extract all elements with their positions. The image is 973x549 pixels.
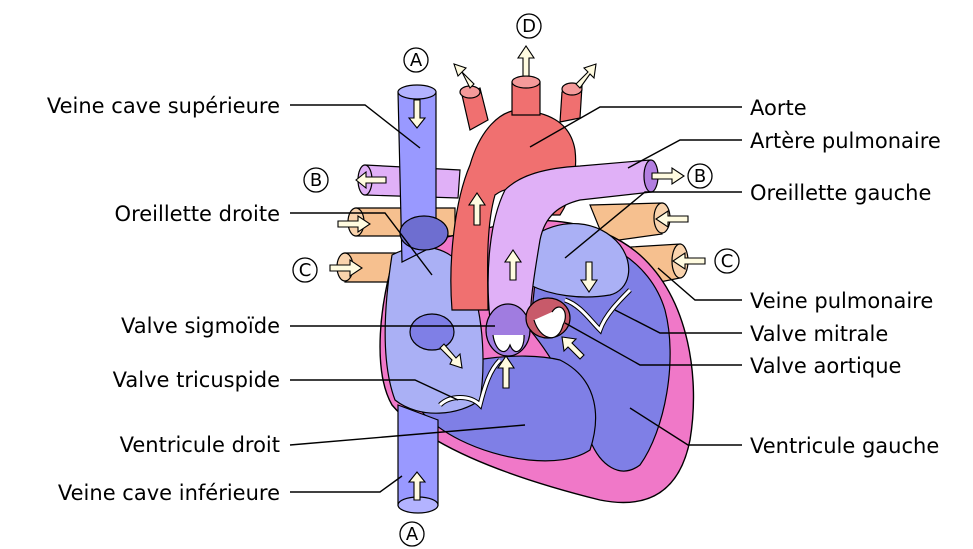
svg-text:D: D	[522, 16, 536, 37]
svg-text:C: C	[299, 260, 312, 281]
label-veine-cave-superieure: Veine cave supérieure	[47, 94, 280, 118]
marker-c-right: C	[715, 249, 739, 273]
label-ventricule-gauche: Ventricule gauche	[750, 434, 939, 458]
label-aorte: Aorte	[750, 96, 807, 120]
marker-a-top: A	[404, 48, 428, 72]
marker-b-left: B	[304, 168, 328, 192]
label-valve-mitrale: Valve mitrale	[750, 322, 888, 346]
marker-a-bottom: A	[400, 522, 424, 546]
svg-text:B: B	[694, 166, 706, 187]
marker-d-top: D	[517, 14, 541, 38]
svg-text:B: B	[310, 170, 322, 191]
label-oreillette-gauche: Oreillette gauche	[750, 181, 931, 205]
label-veine-cave-inferieure: Veine cave inférieure	[58, 481, 280, 505]
svg-text:A: A	[406, 524, 419, 545]
label-veine-pulmonaire: Veine pulmonaire	[750, 289, 933, 313]
marker-b-right: B	[688, 164, 712, 188]
label-valve-tricuspide: Valve tricuspide	[113, 368, 280, 392]
label-oreillette-droite: Oreillette droite	[115, 202, 280, 226]
svg-text:A: A	[410, 50, 423, 71]
label-artere-pulmonaire: Artère pulmonaire	[750, 129, 941, 153]
label-valve-sigmoide: Valve sigmoïde	[121, 314, 280, 338]
label-ventricule-droit: Ventricule droit	[120, 433, 280, 457]
svg-text:C: C	[721, 251, 734, 272]
label-valve-aortique: Valve aortique	[750, 354, 901, 378]
marker-c-left: C	[293, 258, 317, 282]
